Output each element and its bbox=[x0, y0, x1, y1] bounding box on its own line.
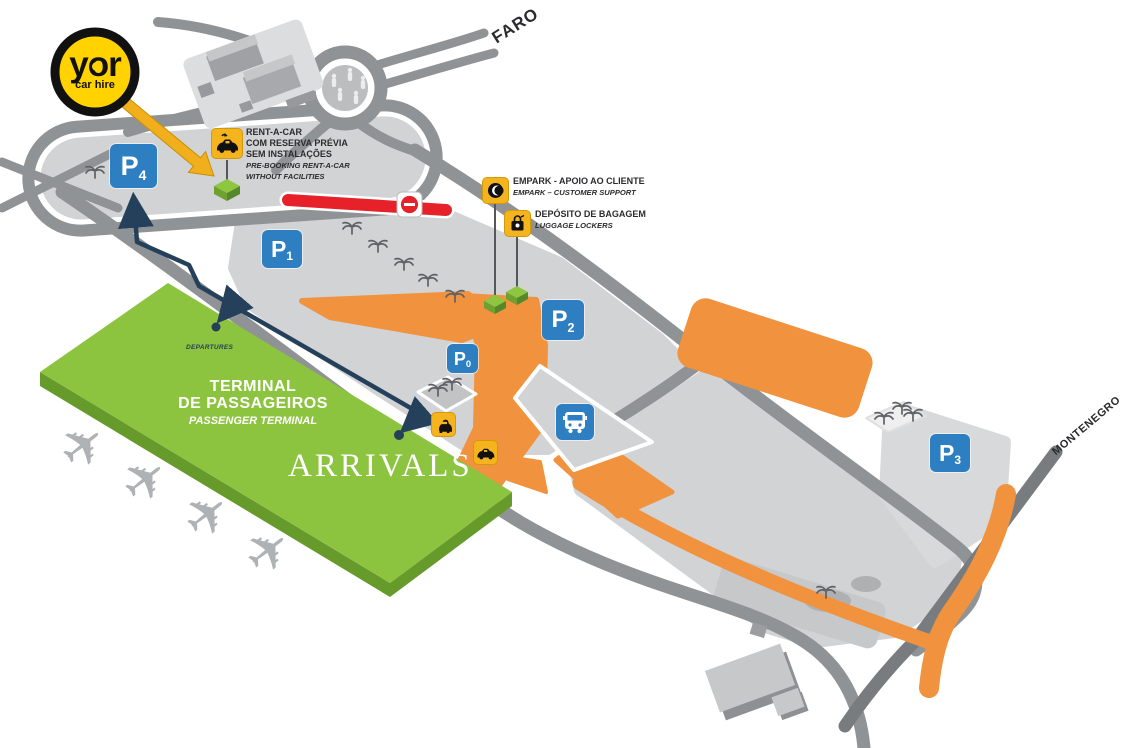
bus-stop-sign bbox=[556, 404, 594, 440]
car-pickup-sign bbox=[432, 413, 455, 436]
rentacar-line-en2: WITHOUT FACILITIES bbox=[246, 172, 325, 181]
rentacar-base bbox=[214, 179, 240, 201]
rentacar-line-pt2: COM RESERVA PRÉVIA bbox=[246, 138, 348, 148]
empark-base bbox=[484, 295, 506, 314]
logo-dot bbox=[92, 62, 101, 71]
luggage-locker-icon bbox=[511, 214, 525, 231]
empark-sign bbox=[483, 178, 508, 203]
brand-tagline: car hire bbox=[75, 79, 115, 91]
luggage-line-pt: DEPÓSITO DE BAGAGEM bbox=[535, 209, 646, 219]
luggage-legend: DEPÓSITO DE BAGAGEM LUGGAGE LOCKERS bbox=[535, 209, 646, 231]
departures-label: DEPARTURES bbox=[186, 344, 234, 351]
empark-icon bbox=[488, 183, 504, 198]
terminal-building bbox=[40, 283, 512, 597]
closed-road bbox=[279, 191, 455, 219]
terminal-en: PASSENGER TERMINAL bbox=[188, 415, 318, 427]
luggage-base bbox=[506, 286, 528, 305]
rentacar-car-icon bbox=[217, 133, 238, 153]
terminal-road bbox=[55, 185, 871, 748]
logo-pointer-arrow bbox=[110, 89, 215, 177]
arrivals-arrow bbox=[399, 396, 439, 434]
terminal-label: TERMINAL DE PASSAGEIROS PASSENGER TERMIN… bbox=[153, 378, 353, 427]
sign-posts bbox=[226, 160, 518, 295]
orange-lot bbox=[677, 298, 873, 418]
car-front-icon bbox=[438, 419, 452, 433]
buildings-south bbox=[704, 622, 809, 721]
rentacar-line-pt1: RENT-A-CAR bbox=[246, 127, 302, 137]
empark-legend: EMPARK - APOIO AO CLIENTE EMPARK – CUSTO… bbox=[513, 176, 645, 198]
luggage-sign bbox=[505, 211, 530, 236]
green-bases bbox=[214, 179, 528, 314]
empark-line-pt: EMPARK - APOIO AO CLIENTE bbox=[513, 176, 645, 186]
taxi-sign bbox=[474, 441, 497, 464]
terminal-line2: DE PASSAGEIROS bbox=[178, 395, 328, 412]
logo-disc bbox=[50, 27, 140, 117]
buildings-north bbox=[183, 19, 324, 129]
departures-dot bbox=[211, 322, 221, 332]
rentacar-line-en1: PRE-BOOKING RENT-A-CAR bbox=[246, 161, 350, 170]
faro-road bbox=[369, 28, 489, 71]
arrivals-dot bbox=[394, 430, 404, 440]
departures-arrow bbox=[216, 284, 254, 324]
rentacar-legend: RENT-A-CAR COM RESERVA PRÉVIA SEM INSTAL… bbox=[246, 127, 350, 182]
rentacar-sign bbox=[212, 129, 242, 158]
taxi-icon bbox=[477, 448, 495, 459]
route-to-p4 bbox=[117, 191, 439, 440]
bus-icon bbox=[563, 412, 587, 434]
luggage-line-en: LUGGAGE LOCKERS bbox=[535, 221, 613, 230]
rentacar-line-pt3: SEM INSTALAÇÕES bbox=[246, 149, 332, 159]
arrivals-label: ARRIVALS bbox=[288, 448, 473, 484]
empark-line-en: EMPARK – CUSTOMER SUPPORT bbox=[513, 188, 636, 197]
no-entry-icon bbox=[396, 191, 423, 218]
terminal-line1: TERMINAL bbox=[209, 378, 297, 395]
